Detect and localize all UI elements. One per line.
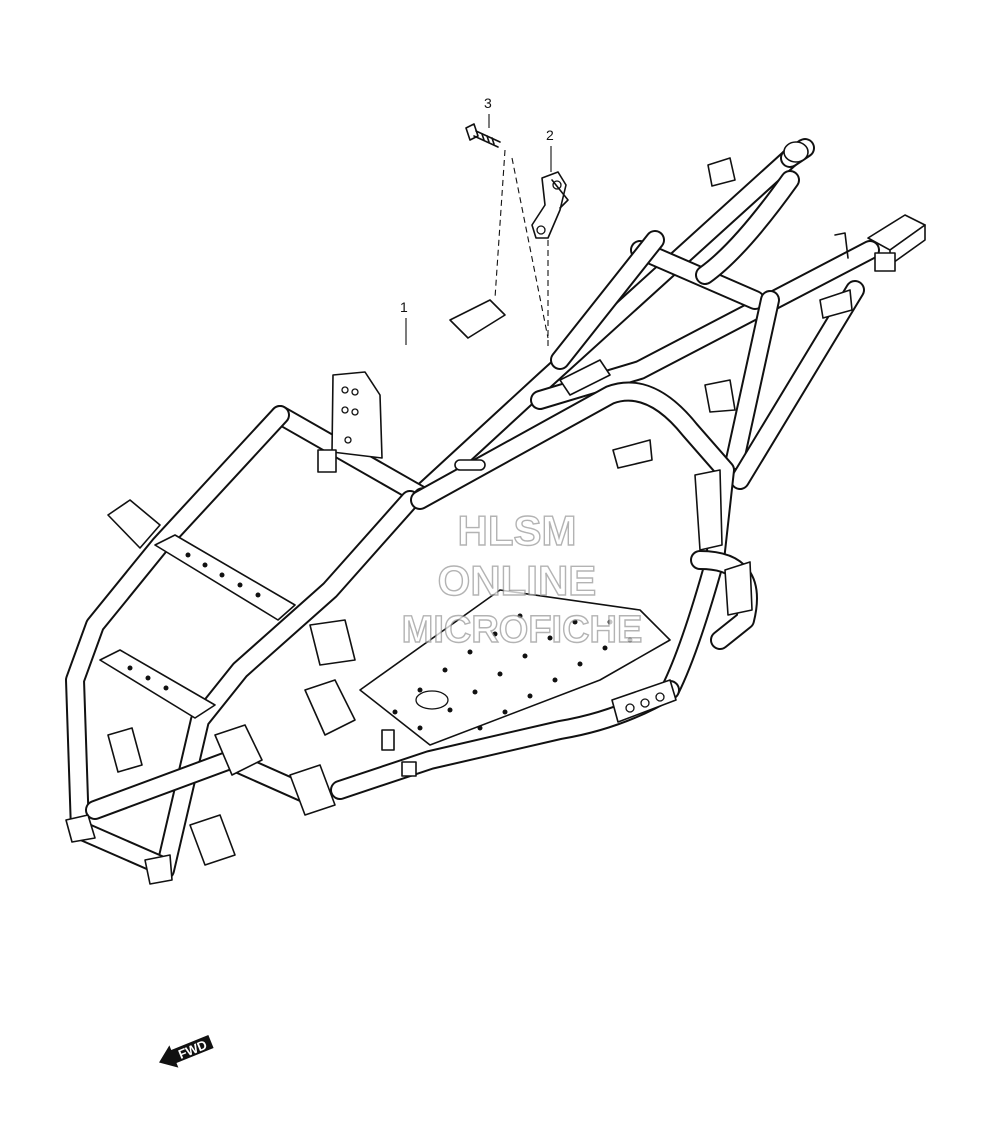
callout-label-1: 1 bbox=[400, 299, 408, 315]
rear-curved-bar bbox=[695, 170, 800, 285]
fwd-label: FWD bbox=[176, 1037, 209, 1062]
rear-side-gusset bbox=[724, 561, 753, 616]
watermark: HLSM ONLINE MICROFICHE bbox=[401, 506, 643, 651]
callout-1: 1 bbox=[400, 299, 408, 345]
rail-brackets bbox=[449, 157, 853, 616]
rear-upper-crosstube bbox=[780, 138, 815, 168]
callout-3: 3 bbox=[484, 95, 492, 128]
callout-label-3: 3 bbox=[484, 95, 492, 111]
part-2-bracket bbox=[531, 171, 569, 239]
part-3-bolt bbox=[465, 123, 501, 148]
watermark-line-1: HLSM bbox=[458, 507, 577, 554]
front-left-foot bbox=[65, 814, 96, 843]
floor-drain-hole bbox=[415, 690, 449, 710]
fwd-arrow-icon bbox=[159, 1035, 214, 1068]
front-right-foot bbox=[144, 854, 173, 885]
floor-tab bbox=[401, 761, 417, 777]
frame-assembly bbox=[65, 138, 926, 885]
right-side-gusset bbox=[694, 469, 723, 551]
floor-panel bbox=[359, 589, 671, 746]
rear-diagonal-struts bbox=[550, 230, 865, 490]
callout-label-2: 2 bbox=[546, 127, 554, 143]
upper-left-rail bbox=[410, 148, 800, 505]
front-cross-plate bbox=[154, 534, 296, 621]
rear-box-tube bbox=[867, 214, 926, 272]
upper-mount-plate bbox=[317, 371, 383, 473]
assembly-lines bbox=[494, 149, 549, 350]
floor-panel-holes bbox=[392, 613, 633, 731]
a-arm-brackets bbox=[107, 619, 356, 866]
watermark-line-3: MICROFICHE bbox=[402, 609, 643, 651]
frame-tabs bbox=[381, 459, 486, 777]
right-side-tube bbox=[410, 381, 735, 700]
floor-side-tab bbox=[381, 729, 395, 751]
fwd-badge: FWD bbox=[159, 1035, 214, 1068]
lower-cross-plate bbox=[99, 649, 216, 719]
callout-2: 2 bbox=[546, 127, 554, 172]
slot-tab bbox=[454, 459, 486, 471]
watermark-line-2: ONLINE bbox=[438, 557, 597, 604]
front-upper-bracket bbox=[107, 499, 161, 549]
front-lower-loop bbox=[65, 750, 330, 885]
